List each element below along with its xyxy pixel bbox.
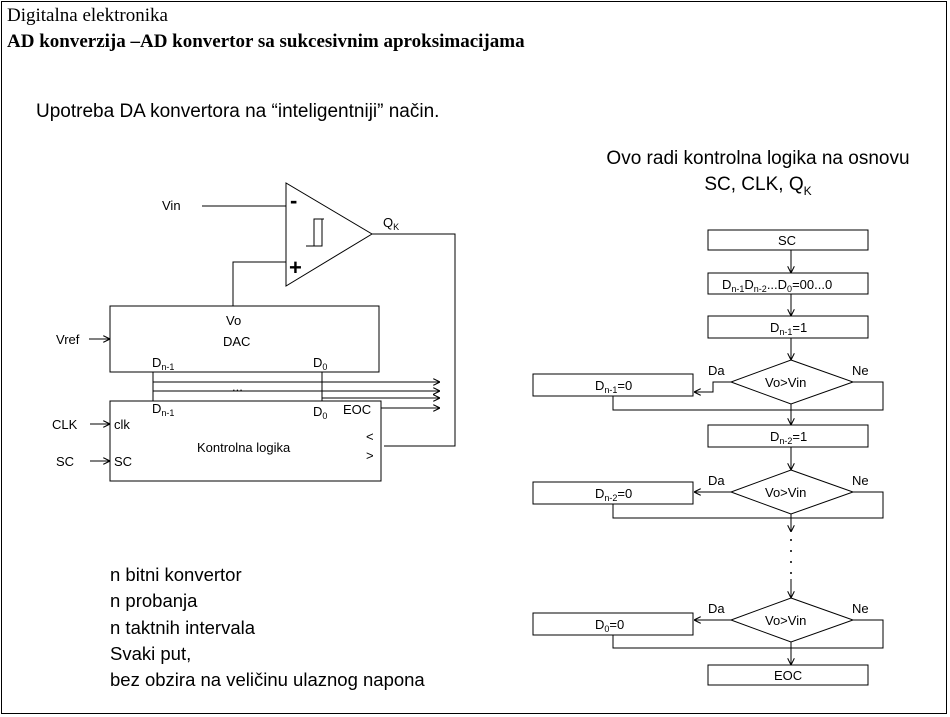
fc-decision-n-label: Vo>Vin [765, 613, 806, 628]
fc-no-2: Ne [852, 473, 869, 488]
flowchart-ellipsis [790, 539, 792, 574]
fc-start-label: SC [778, 233, 796, 248]
hysteresis-symbol [306, 218, 324, 247]
fc-decision-2-label: Vo>Vin [765, 485, 806, 500]
flowchart-labels: SC Dn-1Dn-2...D0=00...0 Dn-1=1 Vo>Vin Da… [595, 233, 869, 683]
fc-yes-n: Da [708, 601, 725, 616]
conversion-notes: n bitni konvertor n probanja n taktnih i… [110, 562, 425, 693]
fc-clear1-label: Dn-1=0 [595, 378, 632, 395]
vo-label: Vo [226, 313, 241, 328]
fc-set1-label: Dn-1=1 [770, 320, 807, 337]
dac-out-wire [232, 261, 286, 306]
control-logic-label: Kontrolna logika [197, 440, 291, 455]
note-line-1: Ovo radi kontrolna logika na osnovu [606, 148, 910, 169]
qk-feedback-wire [372, 233, 456, 447]
fc-end-label: EOC [774, 668, 802, 683]
fc-yes-2: Da [708, 473, 725, 488]
circuit-labels: Vin - + QK Vo DAC Vref Dn-1 D0 ... Dn-1 … [52, 188, 399, 469]
clk-input-label: CLK [52, 417, 78, 432]
qk-label: QK [383, 215, 399, 232]
slide-subtitle: Upotreba DA konvertora na “inteligentnij… [36, 101, 440, 122]
fc-init-box [707, 272, 869, 295]
note-item: n taktnih intervala [110, 616, 256, 638]
fc-set2-label: Dn-2=1 [770, 429, 807, 446]
course-title: Digitalna elektronika [7, 5, 168, 26]
eoc-label: EOC [343, 402, 371, 417]
slide-title: AD konverzija –AD konvertor sa sukcesivn… [7, 31, 525, 52]
flowchart [532, 229, 884, 686]
dac-msb-label: Dn-1 [152, 355, 174, 372]
note-item: n probanja [110, 590, 198, 612]
fc-init-label: Dn-1Dn-2...D0=00...0 [722, 277, 832, 294]
sc-input-label: SC [56, 454, 74, 469]
lt-label: < [366, 429, 374, 444]
control-logic-block [109, 400, 382, 482]
sc-pin-label: SC [114, 454, 132, 469]
minus-sign: - [290, 188, 297, 213]
fc-yes-1: Da [708, 363, 725, 378]
note-item: bez obzira na veličinu ulaznog napona [110, 669, 425, 691]
fc-no-1: Ne [852, 363, 869, 378]
fc-set2-box [707, 424, 869, 448]
gt-label: > [366, 448, 374, 463]
clk-pin-label: clk [114, 417, 130, 432]
fc-no-n: Ne [852, 601, 869, 616]
bus-dots: ... [232, 379, 243, 394]
fc-start-box [707, 229, 869, 251]
plus-sign: + [289, 255, 302, 280]
fc-clear0-label: D0=0 [595, 617, 624, 634]
dac-lsb-label: D0 [313, 355, 327, 372]
control-logic-note: Ovo radi kontrolna logika na osnovu SC, … [578, 146, 938, 204]
logic-msb-label: Dn-1 [152, 401, 174, 418]
comparator-triangle [285, 182, 373, 287]
note-item: Svaki put, [110, 642, 192, 664]
vref-label: Vref [56, 332, 80, 347]
vin-label: Vin [162, 198, 181, 213]
dac-label: DAC [223, 334, 250, 349]
logic-lsb-label: D0 [313, 404, 327, 421]
fc-decision-1-label: Vo>Vin [765, 375, 806, 390]
note-item: n bitni konvertor [110, 564, 242, 585]
fc-set1-box [707, 315, 869, 339]
fc-end-box [707, 664, 869, 686]
fc-clear2-label: Dn-2=0 [595, 486, 632, 503]
note-line-2: SC, CLK, QK [704, 174, 812, 198]
circuit-diagram [89, 182, 456, 482]
